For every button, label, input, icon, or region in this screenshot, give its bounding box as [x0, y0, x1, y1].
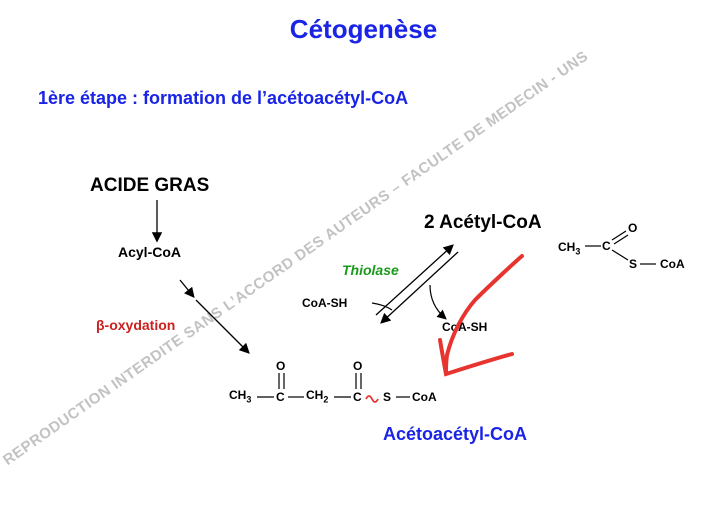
aceto-sulfur: S	[383, 390, 392, 404]
aceto-o1: O	[276, 359, 286, 373]
beta-text: -oxydation	[104, 317, 176, 333]
beta-oxydation-label: β-oxydation	[96, 317, 175, 335]
acetyl-ch-sub: 3	[575, 246, 581, 257]
coash-out-curve	[429, 284, 447, 320]
two-acetyl-coa-label: 2 Acétyl-CoA	[424, 212, 542, 233]
arrow-acyl-beta	[179, 279, 195, 299]
acetyl-sulfur: S	[629, 257, 638, 271]
acyl-coa-label: Acyl-CoA	[118, 244, 182, 260]
coash-in-curve	[371, 302, 393, 311]
acetoacetyl-label: Acétoacétyl-CoA	[383, 424, 528, 444]
aceto-ch3-text: CH	[229, 388, 247, 402]
beta-symbol: β	[96, 317, 105, 333]
arrow-beta-to-aceto	[195, 299, 250, 354]
acetyl-oxygen: O	[628, 221, 638, 235]
aceto-ch3-sub: 3	[246, 394, 252, 405]
aceto-ch2: CH2	[306, 388, 328, 404]
aceto-ch2-text: CH	[306, 388, 324, 402]
acide-gras-label: ACIDE GRAS	[90, 175, 210, 196]
page-title: Cétogenèse	[289, 14, 438, 44]
subtitle: 1ère étape : formation de l’acétoacétyl-…	[38, 88, 409, 108]
aceto-coa: CoA	[412, 390, 437, 404]
aceto-c1: C	[276, 390, 285, 404]
aceto-c2: C	[353, 390, 362, 404]
thiolase-label: Thiolase	[342, 262, 399, 278]
coash-left: CoA-SH	[302, 296, 348, 310]
aceto-ch3: CH3	[229, 388, 251, 404]
aceto-o2: O	[353, 359, 363, 373]
arrow-thiolase-down	[380, 251, 459, 324]
acetyl-ch-text: CH	[558, 240, 576, 254]
acetyl-coa: CoA	[660, 257, 685, 271]
annotation-arrow-head	[438, 338, 514, 377]
aceto-ch2-sub: 2	[323, 394, 329, 405]
arrow-thiolase-up	[375, 244, 454, 316]
thioester-bond-squiggle	[365, 395, 379, 403]
acetyl-carbon: C	[602, 239, 611, 253]
acetyl-ch3: CH3	[558, 240, 580, 256]
